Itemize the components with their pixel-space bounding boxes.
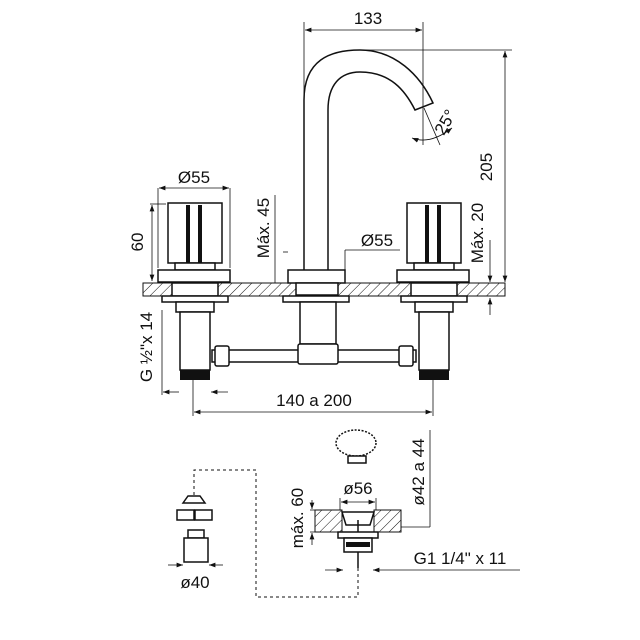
max-thickness-handle-label: Máx. 20 [468,203,487,263]
handle-height-label: 60 [128,233,147,252]
left-handle [157,202,231,380]
spout-reach-label: 133 [354,9,382,28]
inlet-thread-label: G ½"x 14 [137,312,156,382]
knob-diameter-label: ø40 [180,573,209,592]
drain-assembly [309,429,520,573]
connecting-pipe [211,343,417,367]
drain-hole-range-label: ø42 a 44 [409,438,428,505]
handle-diameter-label: Ø55 [178,168,210,187]
max-thickness-spout-label: Máx. 45 [254,198,273,258]
dimension-lines [149,22,512,416]
pop-up-knob [168,469,359,598]
right-handle [396,202,470,380]
drain-max-thickness-label: máx. 60 [288,488,307,548]
spout-base-diameter-label: Ø55 [361,231,393,250]
drain-thread-label: G1 1/4" x 11 [414,549,507,568]
center-distance-label: 140 a 200 [276,391,352,410]
spout [282,49,435,345]
drain-diameter-label: ø56 [343,479,372,498]
total-height-label: 205 [477,153,496,181]
